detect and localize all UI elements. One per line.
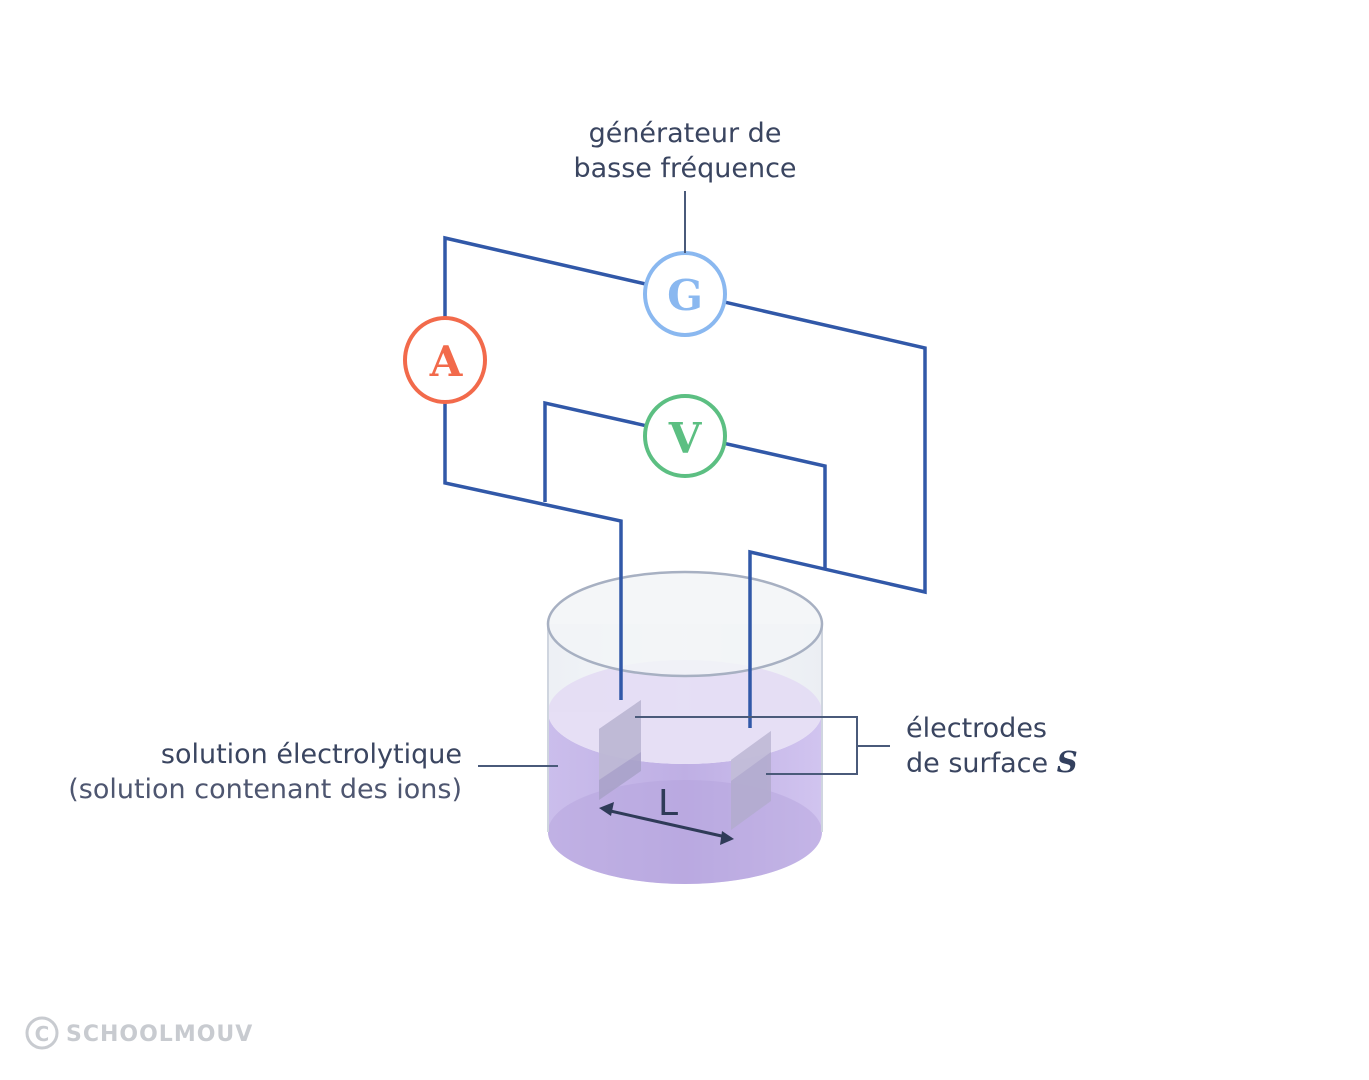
beaker-bottom [548, 780, 822, 884]
solution-label-line1: solution électrolytique [161, 739, 462, 770]
surface-symbol: S [1057, 745, 1078, 779]
generator-label-line1: générateur de [589, 118, 782, 149]
electrodes-label-line1: électrodes [906, 713, 1047, 744]
electrodes-label-prefix: de surface [906, 748, 1057, 779]
distance-label: L [658, 783, 678, 824]
beaker [546, 570, 824, 884]
generator-label: générateur de basse fréquence [573, 118, 797, 253]
solution-label: solution électrolytique (solution conten… [68, 739, 558, 805]
copyright-symbol: C [35, 1022, 50, 1046]
voltmeter-meter: V [643, 394, 727, 478]
ammeter-symbol: A [429, 337, 464, 386]
beaker-top-inner [548, 572, 822, 676]
solution-label-line2: (solution contenant des ions) [68, 774, 462, 805]
generator-meter: G [643, 251, 727, 337]
ammeter-meter: A [403, 316, 487, 404]
electrode-left-top [599, 700, 641, 780]
electrodes-label-line2: de surface S [906, 745, 1078, 779]
electrodes-label: électrodes de surface S [635, 713, 1078, 779]
distance-arrow-line [605, 808, 727, 839]
distance-arrow: L [599, 783, 734, 845]
voltmeter-symbol: V [668, 414, 703, 463]
voltmeter-circle [643, 394, 727, 478]
ammeter-circle [403, 316, 487, 404]
watermark-text: SCHOOLMOUV [66, 1022, 253, 1047]
beaker-rim [546, 570, 824, 678]
electrolyte-body [548, 712, 822, 884]
electrodes-group [599, 700, 771, 830]
distance-arrow-head-right [720, 831, 734, 845]
generator-label-line2: basse fréquence [573, 153, 796, 184]
electrode-right-top [731, 731, 771, 781]
distance-arrow-head-left [599, 802, 614, 816]
copyright-icon [25, 1016, 59, 1050]
watermark: C SCHOOLMOUV [25, 1016, 253, 1050]
generator-symbol: G [667, 271, 703, 320]
